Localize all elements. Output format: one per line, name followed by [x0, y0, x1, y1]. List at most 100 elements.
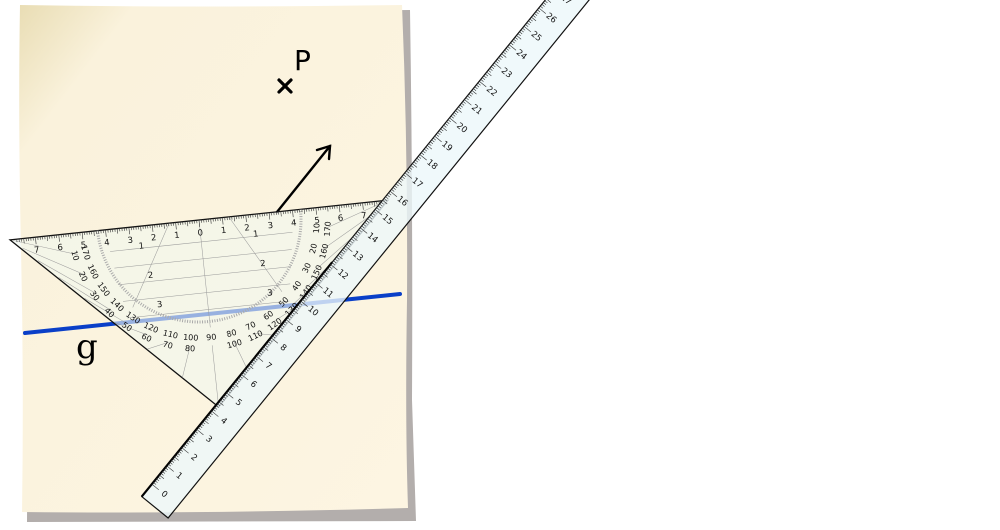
ruler-tick [483, 75, 487, 79]
degree-label-inner: 80 [185, 344, 196, 354]
ruler-tick [537, 9, 541, 13]
ruler-tick [330, 264, 338, 271]
degree-ray [22, 247, 86, 276]
degree-ray [114, 322, 148, 336]
ruler-tick [156, 478, 160, 482]
ruler-tick [459, 104, 463, 108]
ruler-tick [168, 463, 172, 467]
ruler-tick [357, 231, 361, 234]
ruler-tick [191, 434, 195, 438]
ruler-tick [282, 322, 286, 326]
ruler-tick [179, 449, 184, 452]
ruler-tick [187, 439, 191, 443]
ruler-tick [251, 361, 255, 364]
ruler-tick [520, 29, 524, 33]
ruler-tick [205, 417, 209, 421]
ruler-tick [443, 124, 447, 128]
ruler-tick [181, 447, 189, 454]
ruler-tick [492, 64, 496, 68]
scale-tick [327, 206, 329, 212]
scale-tick [338, 205, 341, 213]
degree-label-inner: 20 [77, 270, 90, 283]
ruler-tick [382, 200, 388, 205]
ruler-tick [310, 287, 314, 291]
ruler-tick [476, 84, 480, 88]
scale-tick [245, 215, 247, 223]
ruler-tick [479, 80, 487, 88]
protractor-arc [96, 209, 303, 324]
scale-label: 6 [57, 243, 63, 254]
ruler-tick [455, 110, 459, 113]
ruler-tick [333, 260, 337, 264]
ruler-tick [325, 269, 329, 273]
ruler-tick [504, 49, 508, 53]
ruler-tick [243, 370, 248, 374]
ruler-tick [266, 342, 270, 346]
ruler-tick [337, 254, 343, 260]
ruler-tick [415, 159, 419, 163]
ruler-tick [413, 161, 417, 165]
ruler-tick [525, 24, 529, 27]
degree-label-inner: 10 [69, 249, 80, 261]
degree-label-outer: 10 [312, 223, 322, 234]
scale-tick [116, 228, 119, 234]
ruler-tick [438, 130, 442, 134]
ruler-tick [465, 97, 469, 101]
ruler-tick [358, 229, 362, 233]
ruler-tick [200, 423, 204, 427]
ruler-tick [490, 66, 495, 70]
ruler-tick [303, 297, 307, 300]
ruler-tick [211, 410, 219, 417]
ruler-label: 5 [233, 397, 244, 408]
scale-label: 4 [104, 238, 110, 249]
ruler-tick [473, 88, 477, 91]
scale-label: 7 [361, 211, 367, 222]
scale-tick [81, 232, 84, 240]
ruler[interactable]: 0123456789101112131415161718192021222324… [140, 0, 624, 519]
ruler-tick [293, 309, 299, 315]
ruler-tick [499, 55, 504, 59]
ruler-tick [264, 344, 268, 348]
ruler-tick [290, 313, 294, 317]
ruler-tick [343, 247, 347, 251]
ruler-tick [263, 346, 269, 351]
scale-label: 1 [221, 226, 227, 237]
ruler-label: 0 [159, 489, 170, 500]
ruler-tick [538, 7, 546, 14]
ruler-tick [307, 291, 313, 296]
ruler-tick [175, 454, 179, 458]
ruler-tick [467, 95, 471, 99]
ruler-tick [377, 205, 381, 209]
ruler-tick [159, 474, 165, 479]
ruler-tick [270, 337, 279, 344]
ruler-tick [227, 390, 231, 394]
ruler-tick [229, 388, 233, 392]
ruler-tick [233, 383, 239, 388]
ruler-tick [315, 282, 323, 289]
ruler-tick [508, 44, 517, 51]
ruler-tick [543, 2, 547, 5]
ruler-tick [312, 286, 316, 289]
scale-label: 2 [150, 233, 156, 244]
ruler-tick [544, 0, 548, 4]
ruler-tick [197, 427, 201, 430]
scale-tick [350, 204, 352, 210]
ruler-tick [453, 112, 457, 115]
ruler-tick [418, 156, 422, 159]
ruler-tick [254, 357, 258, 361]
ruler-tick [316, 280, 320, 284]
ruler-tick [221, 397, 225, 401]
degree-ray [147, 342, 169, 350]
ruler-tick [340, 251, 344, 254]
degree-label-outer: 110 [162, 328, 179, 340]
degree-label-inner: 170 [323, 221, 333, 237]
ruler-tick [354, 234, 358, 238]
ruler-tick [294, 308, 298, 311]
ruler-tick [153, 482, 157, 485]
ruler-tick [252, 359, 256, 363]
scale-label-zero: 0 [197, 228, 203, 239]
ruler-label: 3 [203, 434, 214, 445]
ruler-tick [517, 33, 521, 37]
ruler-tick [193, 432, 197, 436]
